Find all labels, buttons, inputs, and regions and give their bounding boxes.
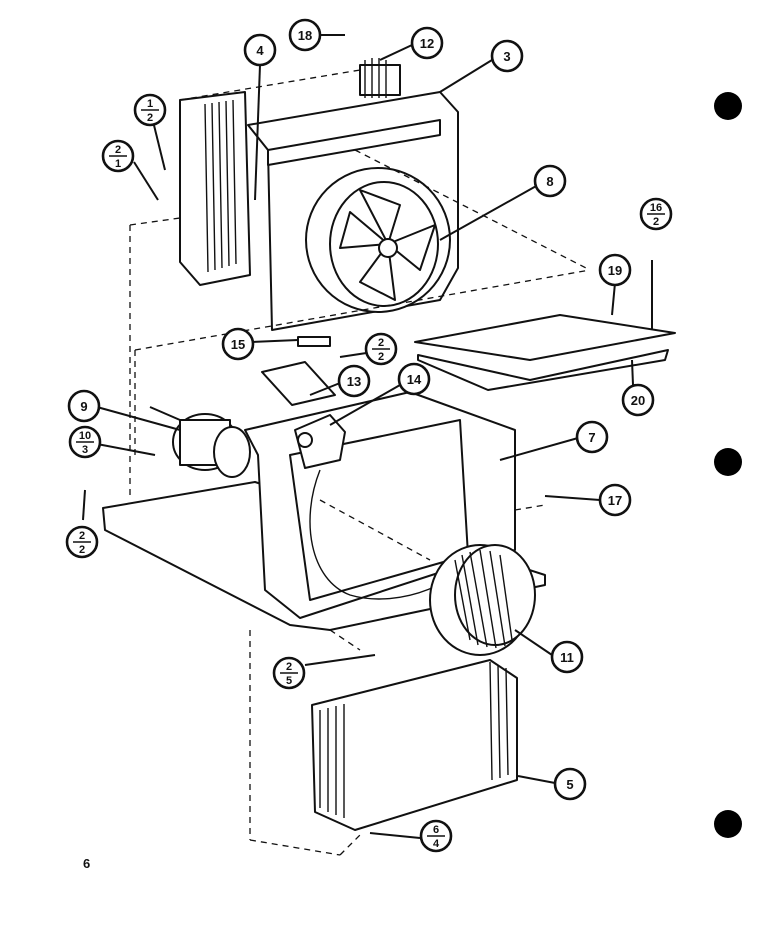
leader-lines bbox=[82, 34, 634, 839]
fraction-16-2-bottom: 2 bbox=[653, 216, 659, 228]
binder-hole-top bbox=[714, 92, 742, 120]
fraction-10-3-bottom: 3 bbox=[82, 444, 88, 456]
callout-3-label: 3 bbox=[503, 49, 510, 64]
motor-part bbox=[149, 406, 251, 478]
fraction-callout-6-4: 6 4 bbox=[419, 819, 453, 853]
fraction-2-1-bottom: 1 bbox=[115, 158, 121, 170]
fraction-10-3-top: 10 bbox=[79, 430, 91, 442]
fraction-2-1-top: 2 bbox=[115, 144, 121, 156]
callout-9: 9 bbox=[67, 389, 101, 423]
fraction-16-2-top: 16 bbox=[650, 202, 662, 214]
callout-8-label: 8 bbox=[546, 174, 553, 189]
callout-18-label: 18 bbox=[298, 28, 312, 43]
callout-15-label: 15 bbox=[231, 337, 245, 352]
callout-5: 5 bbox=[553, 767, 587, 801]
fraction-2-5-bottom: 5 bbox=[286, 675, 292, 687]
fraction-callout-2-1: 2 1 bbox=[101, 139, 135, 173]
callout-14-label: 14 bbox=[407, 372, 422, 387]
lower-coil-part bbox=[311, 659, 518, 831]
fraction-1-2-top: 1 bbox=[147, 98, 153, 110]
fraction-callout-16-2: 16 2 bbox=[639, 197, 673, 231]
callout-7: 7 bbox=[575, 420, 609, 454]
callout-18: 18 bbox=[288, 18, 322, 52]
fraction-callout-2-2-lower: 2 2 bbox=[65, 525, 99, 559]
callout-15: 15 bbox=[221, 327, 255, 361]
upper-coil-part bbox=[179, 91, 251, 286]
callout-3: 3 bbox=[490, 39, 524, 73]
bracket-part bbox=[261, 336, 336, 406]
page-number: 6 bbox=[83, 856, 91, 871]
blower-wheel-part bbox=[429, 544, 536, 656]
fraction-2-2-upper-bottom: 2 bbox=[378, 351, 384, 363]
callout-20: 20 bbox=[621, 383, 655, 417]
callout-12-label: 12 bbox=[420, 36, 434, 51]
callout-13-label: 13 bbox=[347, 374, 361, 389]
callout-14: 14 bbox=[397, 362, 431, 396]
fraction-2-2-lower-bottom: 2 bbox=[79, 544, 85, 556]
callout-19: 19 bbox=[598, 253, 632, 287]
fraction-2-5-top: 2 bbox=[286, 661, 292, 673]
fraction-6-4-top: 6 bbox=[433, 824, 439, 836]
callout-8: 8 bbox=[533, 164, 567, 198]
fraction-callout-10-3: 10 3 bbox=[68, 425, 102, 459]
callout-17: 17 bbox=[598, 483, 632, 517]
binder-hole-bottom bbox=[714, 810, 742, 838]
fan-blade-part bbox=[305, 167, 451, 313]
callout-13: 13 bbox=[337, 364, 371, 398]
callout-9-label: 9 bbox=[80, 399, 87, 414]
callout-4-label: 4 bbox=[256, 43, 264, 58]
binder-hole-middle bbox=[714, 448, 742, 476]
callout-5-label: 5 bbox=[566, 777, 573, 792]
fraction-1-2-bottom: 2 bbox=[147, 112, 153, 124]
fraction-2-2-lower-top: 2 bbox=[79, 530, 85, 542]
fraction-2-2-upper-top: 2 bbox=[378, 337, 384, 349]
fraction-6-4-bottom: 4 bbox=[433, 838, 440, 850]
callout-4: 4 bbox=[243, 33, 277, 67]
cover-panel-part bbox=[414, 260, 676, 391]
callout-7-label: 7 bbox=[588, 430, 595, 445]
callout-11-label: 11 bbox=[560, 650, 574, 665]
callout-19-label: 19 bbox=[608, 263, 622, 278]
callout-12: 12 bbox=[410, 26, 444, 60]
fraction-callout-2-5: 2 5 bbox=[272, 656, 306, 690]
fraction-callout-2-2-upper: 2 2 bbox=[364, 332, 398, 366]
callout-11: 11 bbox=[550, 640, 584, 674]
callout-17-label: 17 bbox=[608, 493, 622, 508]
fraction-callout-1-2: 1 2 bbox=[133, 93, 167, 127]
motor-mount-part bbox=[294, 414, 346, 469]
alignment-lines bbox=[129, 69, 591, 856]
callout-20-label: 20 bbox=[631, 393, 645, 408]
